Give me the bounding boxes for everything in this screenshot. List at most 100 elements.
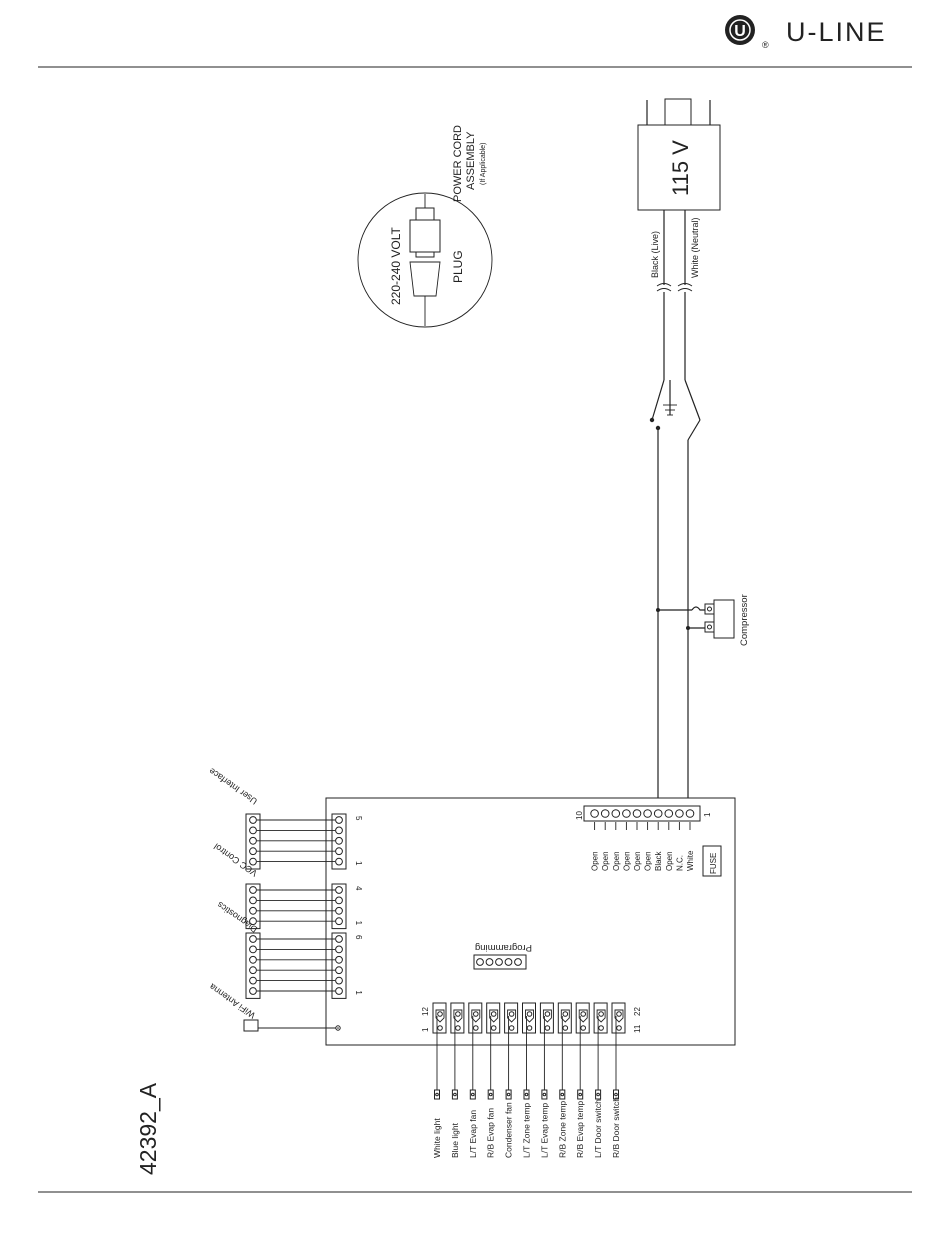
io-terminal-label: White light (432, 1118, 442, 1158)
power-pin (611, 809, 621, 818)
brand-logo-letter: U (734, 23, 746, 40)
power-pin-label: Open (622, 851, 631, 871)
connector-pin-last: 5 (354, 816, 363, 821)
programming-label: Programming (475, 942, 532, 953)
connector-pin (335, 816, 343, 824)
connector-pin (249, 847, 257, 856)
power-cord-callout: 220-240 VOLT PLUG POWER CORD ASSEMBLY (I… (357, 125, 493, 328)
connector-pin-first: 1 (354, 990, 363, 995)
power-pin-label: N.C. (675, 855, 684, 871)
connector-label: User Interface (207, 766, 259, 807)
connector-pin-last: 6 (354, 935, 363, 940)
io-terminal-label: L/T Door switch (593, 1099, 603, 1158)
io-terminal: R/B Evap fan (486, 1002, 501, 1158)
connector-pin (249, 886, 257, 894)
connector-pin (335, 987, 343, 995)
io-terminal: L/T Evap fan (468, 1002, 483, 1158)
fuse: FUSE (702, 845, 722, 877)
programming-pin (485, 958, 494, 966)
brand-logo: U ® U-LINE (725, 15, 887, 50)
power-pin-label: White (686, 850, 695, 871)
fuse-label: FUSE (709, 853, 718, 874)
connector-pin (249, 945, 257, 954)
supply-voltage: 115 V (668, 140, 693, 196)
programming-pin (476, 958, 484, 966)
connector-pin (335, 896, 343, 905)
black-wire-label: Black (Live) (650, 231, 660, 278)
115v-plug: 115 V (637, 98, 721, 211)
io-terminal: L/T Evap temp (539, 1002, 554, 1158)
power-connector: WhiteN.C.OpenBlackOpenOpenOpenOpenOpenOp… (575, 805, 712, 871)
connector-pin (335, 826, 343, 835)
connector-pin (249, 935, 257, 943)
io-terminal: Condenser fan (504, 1002, 519, 1158)
connector-pin (249, 987, 257, 995)
io-terminal: R/B Evap temp (575, 1002, 590, 1158)
connector-pin (249, 906, 257, 915)
connector-pin-last: 4 (354, 886, 363, 891)
io-terminal: L/T Zone temp (522, 1002, 536, 1158)
io-terminal: R/B Zone temp (557, 1002, 572, 1158)
connector-pin (335, 917, 343, 926)
drawing-number: 42392_A (135, 1082, 161, 1175)
io-pin-top-last: 22 (633, 1007, 642, 1016)
wifi-antenna: WiFi Antenna (208, 982, 341, 1032)
connector-pin (249, 836, 257, 845)
connector-pin (335, 847, 343, 856)
io-terminal-label: L/T Evap temp (539, 1103, 549, 1158)
io-terminal-label: R/B Zone temp (557, 1101, 567, 1158)
programming-pin (514, 958, 522, 966)
power-pin (643, 809, 652, 818)
io-terminal-label: L/T Zone temp (522, 1103, 532, 1158)
connector-pin-first: 1 (354, 861, 363, 866)
compressor-label: Compressor (739, 594, 750, 646)
connector-pin (335, 836, 343, 845)
io-pin-bottom-last: 11 (633, 1024, 642, 1033)
io-terminal-label: Condenser fan (504, 1102, 514, 1158)
connector-pin (249, 917, 257, 926)
power-pin-label: Black (654, 850, 663, 871)
programming-pin (495, 958, 503, 966)
connector-pin (249, 976, 257, 985)
connector-pin (249, 896, 257, 905)
io-terminal: R/B Door switch (611, 1002, 626, 1158)
connector-pin (335, 976, 343, 985)
power-pin (590, 809, 599, 818)
connector-pin (249, 966, 257, 975)
power-cord-title-1: POWER CORD (452, 125, 464, 202)
plug-label: PLUG (451, 250, 465, 283)
power-pin (622, 809, 631, 818)
power-pin-label: Open (665, 851, 674, 871)
io-terminal: White light (432, 1002, 447, 1158)
io-terminal-label: R/B Evap temp (575, 1101, 585, 1158)
power-cord-title-3: (If Applicable) (480, 143, 487, 185)
io-pin-top-first: 12 (421, 1007, 430, 1016)
connector-pin (335, 945, 343, 954)
io-terminal: Blue light (450, 1002, 465, 1158)
brand-name: U-LINE (786, 17, 887, 47)
connector-pin (249, 826, 257, 835)
connector-pin (335, 966, 343, 975)
power-pin (675, 809, 684, 818)
io-terminal-label: Blue light (450, 1122, 460, 1158)
connector-pin (335, 886, 343, 894)
power-pin-label: Open (644, 851, 653, 871)
power-pin-label: Open (633, 851, 642, 871)
connector-pin (335, 935, 343, 943)
io-terminal-label: R/B Evap fan (486, 1108, 496, 1158)
power-pin (600, 809, 610, 818)
registered-mark: ® (762, 40, 769, 50)
plug-voltage-label: 220-240 VOLT (389, 227, 403, 305)
power-pin-label: Open (601, 851, 610, 871)
connector-pin (249, 955, 257, 964)
white-wire-label: White (Neutral) (690, 217, 700, 278)
io-terminal-label: R/B Door switch (611, 1097, 621, 1158)
power-pin (685, 809, 695, 818)
connector-pin (335, 955, 343, 964)
connector-pin (335, 906, 343, 915)
power-connector-pin-last: 10 (575, 811, 584, 820)
ground-symbol (663, 404, 677, 416)
io-terminal-label: L/T Evap fan (468, 1110, 478, 1158)
power-pin-label: Open (612, 851, 621, 871)
